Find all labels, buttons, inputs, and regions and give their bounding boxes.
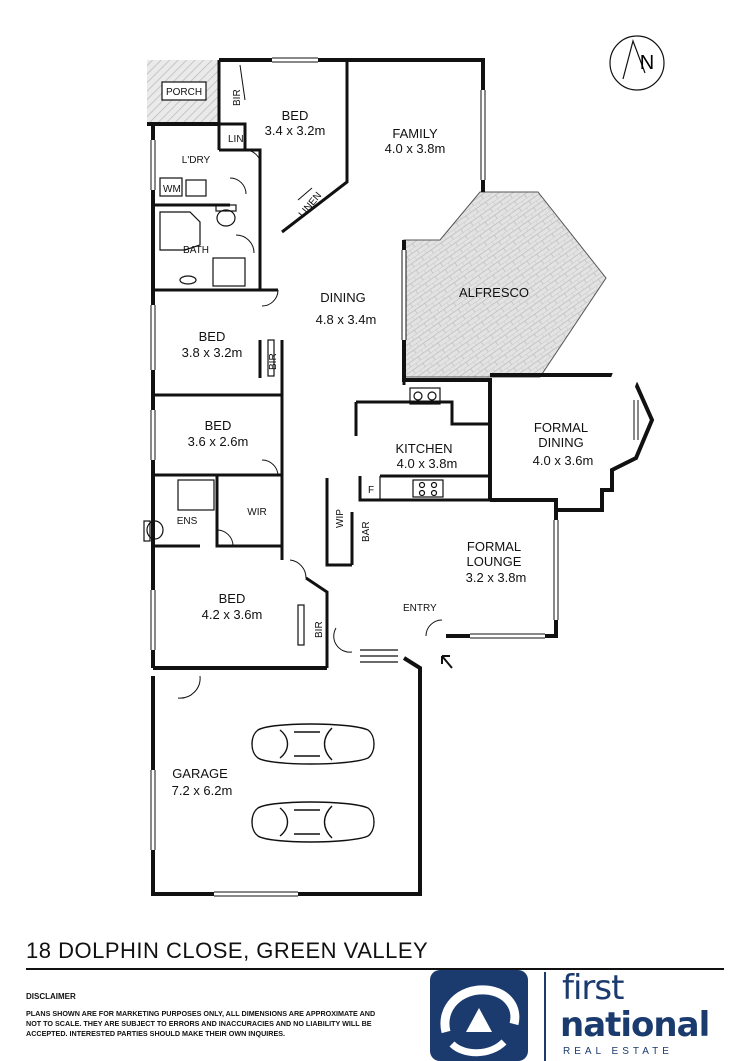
room-dims-dining: 4.8 x 3.4m bbox=[316, 312, 377, 327]
room-dims-bed: 4.2 x 3.6m bbox=[202, 607, 263, 622]
room-name-alfresco: ALFRESCO bbox=[459, 285, 529, 300]
room-name-garage: GARAGE bbox=[172, 766, 228, 781]
bir-label: BIR bbox=[232, 89, 243, 106]
fixture-labels: BIR LIN WM LINEN BIR F WIP BAR BIR ENTRY bbox=[163, 89, 437, 638]
entry-arrow-icon bbox=[441, 655, 453, 669]
toilet-icon bbox=[216, 209, 236, 227]
entry-label: ENTRY bbox=[403, 603, 437, 614]
brand-tagline: REAL ESTATE bbox=[563, 1046, 673, 1057]
washing-machine-label: WM bbox=[163, 184, 181, 195]
car-icon bbox=[251, 801, 375, 843]
brand-wordmark-first: first bbox=[562, 968, 624, 1008]
porch-sign bbox=[161, 81, 207, 101]
room-name-laundry: L'DRY bbox=[182, 155, 211, 166]
shower-icon bbox=[212, 257, 246, 287]
bar-label: BAR bbox=[361, 521, 372, 542]
windows bbox=[150, 57, 639, 897]
room-name-ensuite: ENS bbox=[177, 516, 198, 527]
linen-cupboard-label: LIN bbox=[228, 134, 244, 145]
corner-bath-icon bbox=[159, 211, 201, 251]
room-dims-bed: 3.4 x 3.2m bbox=[265, 123, 326, 138]
room-name-porch: PORCH bbox=[166, 87, 202, 98]
cooktop-icon bbox=[412, 479, 444, 498]
room-name-formal-lounge: LOUNGE bbox=[467, 554, 522, 569]
bir-label: BIR bbox=[268, 353, 279, 370]
room-name-bed: BED bbox=[282, 108, 309, 123]
room-name-formal-dining: FORMAL bbox=[534, 420, 588, 435]
room-name-bath: BATH bbox=[183, 245, 209, 256]
sink-icon bbox=[409, 387, 441, 405]
room-name-family: FAMILY bbox=[392, 126, 438, 141]
room-name-formal-dining: DINING bbox=[538, 435, 584, 450]
room-name-bed: BED bbox=[199, 329, 226, 344]
ensuite-shower-icon bbox=[177, 479, 215, 511]
door-swings bbox=[177, 64, 443, 699]
room-name-formal-lounge: FORMAL bbox=[467, 539, 521, 554]
brand-wordmark-national: national bbox=[560, 1005, 710, 1045]
room-dims-garage: 7.2 x 6.2m bbox=[172, 783, 233, 798]
compass-letter: N bbox=[640, 52, 654, 74]
north-compass-icon: N bbox=[609, 35, 665, 91]
room-dims-formal-lounge: 3.2 x 3.8m bbox=[466, 570, 527, 585]
room-name-kitchen: KITCHEN bbox=[395, 441, 452, 456]
room-dims-bed: 3.6 x 2.6m bbox=[188, 434, 249, 449]
first-national-logo-icon bbox=[430, 970, 528, 1061]
disclaimer-title: DISCLAIMER bbox=[26, 992, 76, 1001]
logo-divider bbox=[544, 972, 546, 1061]
fixtures bbox=[143, 177, 444, 663]
room-dims-bed: 3.8 x 3.2m bbox=[182, 345, 243, 360]
floor-plan: N PORCH BED 3.4 x 3.2m FAMILY 4.0 x 3.8m… bbox=[143, 35, 665, 897]
property-address: 18 DOLPHIN CLOSE, GREEN VALLEY bbox=[26, 938, 429, 963]
room-dims-formal-dining: 4.0 x 3.6m bbox=[533, 453, 594, 468]
room-name-bed: BED bbox=[219, 591, 246, 606]
room-labels: PORCH BED 3.4 x 3.2m FAMILY 4.0 x 3.8m L… bbox=[166, 87, 593, 798]
car-icon bbox=[251, 723, 375, 765]
room-dims-kitchen: 4.0 x 3.8m bbox=[397, 456, 458, 471]
bir-label: BIR bbox=[314, 621, 325, 638]
alfresco-paving bbox=[403, 191, 607, 378]
footer-divider bbox=[26, 968, 724, 970]
interior-walls bbox=[151, 60, 492, 668]
room-name-wir: WIR bbox=[247, 507, 266, 518]
linen-label: LINEN bbox=[297, 190, 324, 220]
room-name-bed: BED bbox=[205, 418, 232, 433]
washing-machine-icon bbox=[159, 177, 183, 197]
room-name-dining: DINING bbox=[320, 290, 366, 305]
disclaimer-text: PLANS SHOWN ARE FOR MARKETING PURPOSES O… bbox=[26, 1009, 376, 1038]
room-dims-family: 4.0 x 3.8m bbox=[385, 141, 446, 156]
fridge-label: F bbox=[368, 485, 374, 496]
walk-in-pantry-label: WIP bbox=[335, 509, 346, 528]
